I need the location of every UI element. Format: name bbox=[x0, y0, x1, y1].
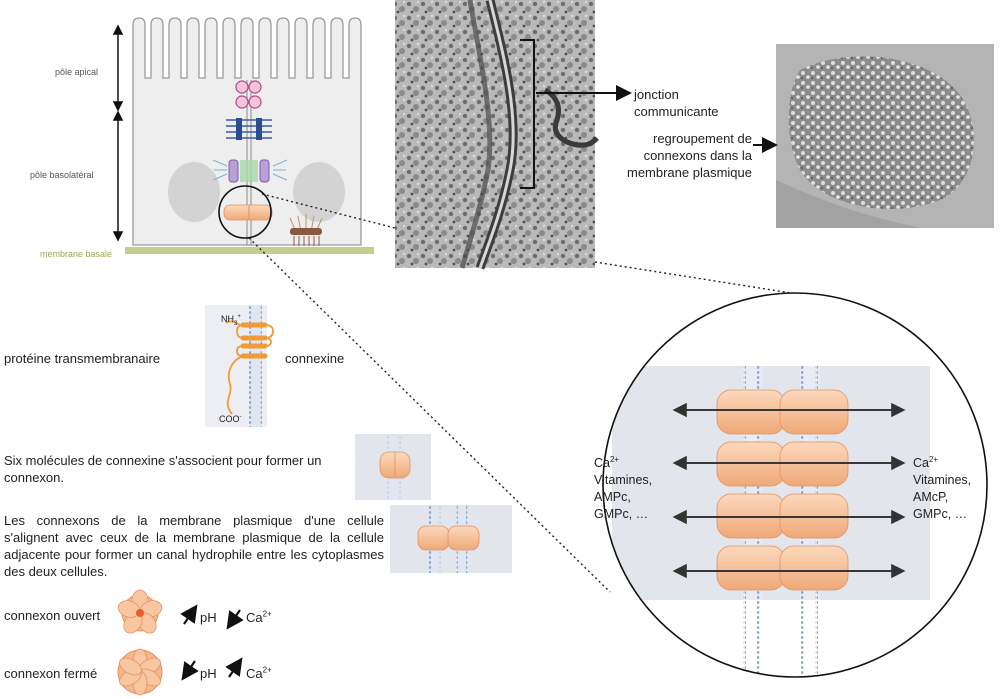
state-arrows bbox=[180, 604, 244, 681]
adherens-junction bbox=[226, 118, 272, 140]
desmosome bbox=[212, 159, 288, 183]
connexon-description: Six molécules de connexine s'associent p… bbox=[4, 453, 322, 485]
ph-label-open: pH bbox=[200, 610, 217, 625]
connexon-cluster-label: regroupement de connexons dans la membra… bbox=[626, 131, 752, 180]
connexin-label: connexine bbox=[285, 351, 345, 366]
basolateral-pole-label: pôle basolatéral bbox=[30, 170, 94, 180]
connexin-topology bbox=[205, 305, 274, 427]
bidirectional-arrows bbox=[672, 402, 906, 579]
ph-label-closed: pH bbox=[200, 666, 217, 681]
connexon-illustration bbox=[355, 434, 431, 500]
c-terminus-label: COO- bbox=[219, 414, 242, 424]
freeze-fracture-image bbox=[776, 44, 994, 228]
closed-connexon-label: connexon fermé bbox=[4, 666, 98, 681]
channel-description: Les connexons de la membrane plasmique d… bbox=[4, 513, 384, 579]
transmembrane-protein-label: protéine transmembranaire bbox=[4, 351, 161, 366]
hemidesmosome bbox=[289, 214, 323, 246]
zoom-right-molecules: Ca2+ Vitamines, AMcP, GMPc, … bbox=[913, 454, 972, 521]
n-terminus-label: NH3+ bbox=[221, 314, 241, 327]
gap-junction-label: jonction communicante bbox=[634, 87, 719, 119]
gap-junction-in-cell bbox=[218, 185, 273, 239]
channel-illustration bbox=[390, 505, 512, 573]
electron-micrograph bbox=[395, 0, 599, 270]
zoom-connector-lines bbox=[248, 193, 811, 593]
zoom-left-molecules: Ca2+ Vitamines, AMPc, GMPc, … bbox=[594, 454, 653, 521]
gap-junction-highlight-circle bbox=[218, 185, 272, 239]
ca-label-closed: Ca2+ bbox=[246, 665, 272, 681]
junction-bracket bbox=[520, 39, 535, 189]
basal-membrane bbox=[125, 247, 374, 254]
ph-down-arrow-closed bbox=[181, 660, 199, 681]
ca-up-arrow-closed bbox=[225, 657, 243, 678]
tight-junction bbox=[235, 80, 262, 109]
open-connexon-label: connexon ouvert bbox=[4, 608, 101, 623]
basal-membrane-label: membrane basale bbox=[40, 249, 113, 259]
connexon-channels bbox=[716, 389, 849, 591]
pole-arrows bbox=[112, 24, 124, 242]
zoom-circle bbox=[602, 292, 988, 678]
ca-label-open: Ca2+ bbox=[246, 609, 272, 625]
ca-down-arrow-open bbox=[226, 609, 244, 630]
connexon-closed-rosette bbox=[117, 648, 163, 696]
connexon-open-rosette bbox=[117, 589, 163, 634]
apical-pole-label: pôle apical bbox=[55, 67, 99, 77]
ph-up-arrow-open bbox=[180, 604, 198, 625]
